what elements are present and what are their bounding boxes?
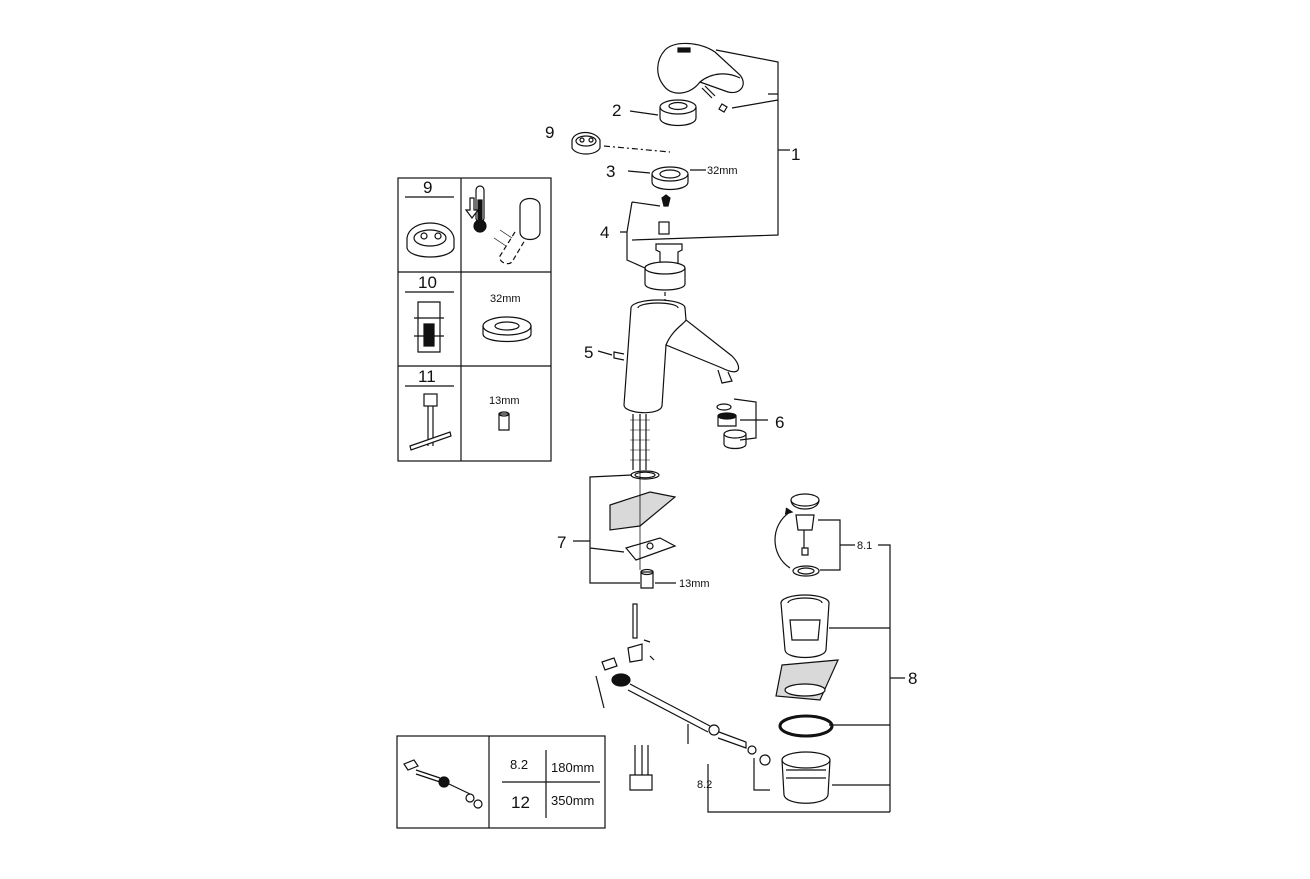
cartridge-nut <box>651 166 689 191</box>
callout-1: 1 <box>791 145 800 164</box>
rod-length-table <box>396 735 606 829</box>
tool-key-drawing <box>409 393 452 451</box>
handle-grub-screw <box>701 85 728 113</box>
dim-32mm: 32mm <box>707 165 738 177</box>
callout-8: 8 <box>908 669 917 688</box>
waste-body <box>775 594 839 804</box>
table-row10-dim: 32mm <box>490 293 521 305</box>
socket-drawing <box>498 411 510 431</box>
dim-13mm: 13mm <box>679 578 710 590</box>
callout-8-1: 8.1 <box>857 540 872 552</box>
limiter-drawing <box>406 222 455 258</box>
callout-7: 7 <box>557 533 566 552</box>
callout-2: 2 <box>612 101 621 120</box>
callout-9: 9 <box>545 123 554 142</box>
length-table-len-1: 180mm <box>551 760 594 775</box>
table-row11-dim: 13mm <box>489 395 520 407</box>
tap-body <box>613 299 740 414</box>
lever-handle <box>657 42 744 94</box>
spare-parts-table <box>397 177 552 462</box>
ceramic-cartridge <box>644 194 686 291</box>
fixing-set <box>609 460 677 589</box>
table-row9-number: 9 <box>423 178 432 197</box>
aerator <box>716 403 747 450</box>
callout-5: 5 <box>584 343 593 362</box>
length-table-code-1: 8.2 <box>510 757 528 772</box>
nut-drawing <box>482 316 532 343</box>
popup-plug <box>774 493 820 577</box>
length-table-len-2: 350mm <box>551 793 594 808</box>
cartridge-drawing <box>414 301 444 353</box>
hose-connector <box>629 745 653 791</box>
table-row11-number: 11 <box>418 367 436 386</box>
callout-3: 3 <box>606 162 615 181</box>
length-table-code-2: 12 <box>511 793 530 812</box>
table-row10-number: 10 <box>418 273 437 292</box>
lift-rod <box>601 603 771 766</box>
callout-8-2: 8.2 <box>697 779 712 791</box>
callout-6: 6 <box>775 413 784 432</box>
callout-4: 4 <box>600 223 609 242</box>
temperature-limiter <box>571 131 601 155</box>
cover-cap <box>659 99 697 127</box>
rod-drawing <box>403 759 483 809</box>
thermometer-icon <box>464 185 541 265</box>
